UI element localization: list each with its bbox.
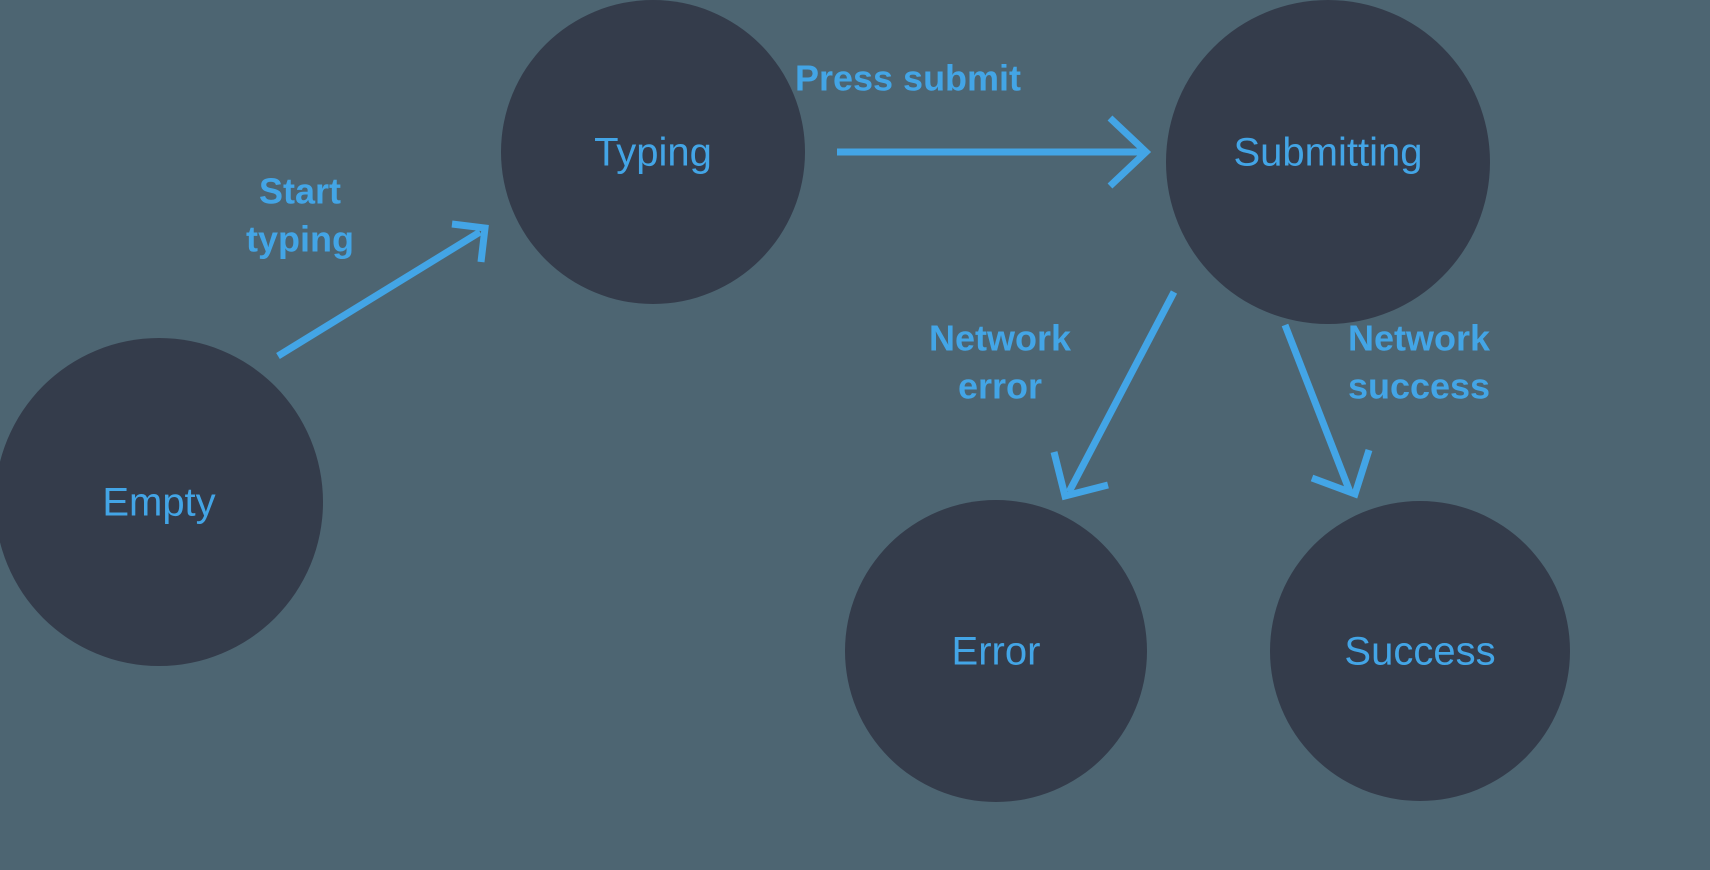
state-node-typing[interactable]: Typing: [501, 0, 805, 304]
state-node-submitting-circle[interactable]: [1166, 0, 1490, 324]
state-node-empty[interactable]: Empty: [0, 338, 323, 666]
transition-start-typing: [276, 220, 489, 359]
transition-label-start-typing-line1: Start: [259, 171, 341, 212]
transition-label-network-success-line1: Network: [1348, 318, 1491, 359]
transition-press-submit-arrowhead: [1107, 115, 1152, 189]
state-node-success-circle[interactable]: [1270, 501, 1570, 801]
state-node-empty-circle[interactable]: [0, 338, 323, 666]
transition-press-submit: [837, 115, 1152, 189]
transition-start-typing-line: [276, 229, 482, 359]
state-node-typing-label: Typing: [594, 131, 712, 175]
state-node-typing-circle[interactable]: [501, 0, 805, 304]
state-node-submitting[interactable]: Submitting: [1166, 0, 1490, 324]
transition-start-typing-arrowhead: [451, 220, 489, 263]
state-node-error[interactable]: Error: [845, 500, 1147, 802]
transition-label-network-success-line2: success: [1348, 366, 1490, 407]
state-node-success[interactable]: Success: [1270, 501, 1570, 801]
transition-label-network-success: Network success: [1348, 318, 1491, 407]
transition-network-success-arrowhead: [1310, 448, 1373, 499]
transition-network-error: [1050, 290, 1178, 501]
state-node-error-label: Error: [952, 630, 1041, 674]
state-node-error-circle[interactable]: [845, 500, 1147, 802]
transition-label-network-error-line1: Network: [929, 318, 1072, 359]
transition-network-success-line: [1281, 323, 1354, 494]
transition-label-network-error: Network error: [929, 318, 1072, 407]
transition-network-error-line: [1065, 290, 1178, 494]
transition-network-success: [1281, 323, 1373, 499]
transition-label-start-typing: Start typing: [246, 171, 354, 260]
transition-label-start-typing-line2: typing: [246, 219, 354, 260]
transition-label-press-submit: Press submit: [795, 58, 1021, 99]
state-node-submitting-label: Submitting: [1234, 131, 1423, 175]
transition-network-error-arrowhead: [1050, 451, 1109, 501]
transition-label-network-error-line2: error: [958, 366, 1042, 407]
transition-label-press-submit-line1: Press submit: [795, 58, 1021, 99]
state-node-success-label: Success: [1344, 630, 1495, 674]
state-node-empty-label: Empty: [102, 481, 215, 525]
